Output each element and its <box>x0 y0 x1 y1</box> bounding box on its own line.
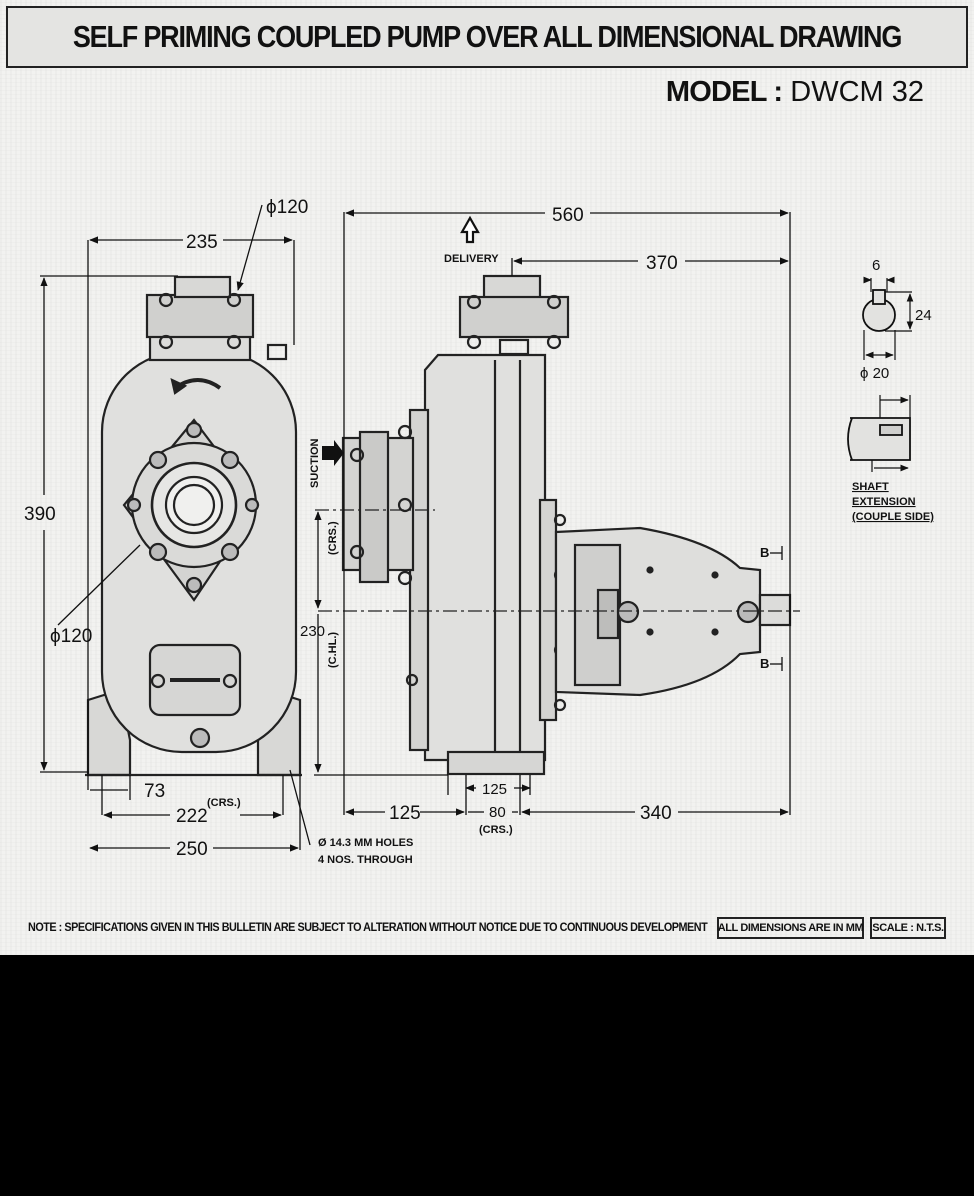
dim-crs-80-tag: (CRS.) <box>479 824 513 836</box>
dim-crs-80: 80 <box>489 804 506 821</box>
shaft-label-1: SHAFT <box>852 481 889 493</box>
shaft-height: 24 <box>915 307 932 324</box>
dim-height: 390 <box>24 504 56 525</box>
holes-note-line2: 4 NOS. THROUGH <box>318 854 413 866</box>
delivery-label: DELIVERY <box>444 253 499 265</box>
dim-flange-dia-side: ϕ120 <box>50 626 92 647</box>
title-bar: SELF PRIMING COUPLED PUMP OVER ALL DIMEN… <box>6 6 968 68</box>
suction-label: SUCTION <box>309 438 321 488</box>
dim-flange-dia-top: ϕ120 <box>266 197 308 218</box>
drawing-sheet: SELF PRIMING COUPLED PUMP OVER ALL DIMEN… <box>0 0 974 955</box>
dim-right-340: 340 <box>640 803 672 824</box>
dim-overall-length: 560 <box>552 205 584 226</box>
section-b-top: B <box>760 545 769 560</box>
section-b-bottom: B <box>760 656 769 671</box>
model-label: MODEL : <box>665 76 783 108</box>
side-view <box>315 274 800 776</box>
dim-delivery-offset: 370 <box>646 253 678 274</box>
holes-note-line1: Ø 14.3 MM HOLES <box>318 837 413 849</box>
dim-foot-offset: 73 <box>144 781 165 802</box>
footer-note: NOTE : SPECIFICATIONS GIVEN IN THIS BULL… <box>28 922 708 934</box>
dim-base-width: 250 <box>176 839 208 860</box>
dim-foot-crs-tag: (CRS.) <box>207 797 241 809</box>
shaft-dia: ϕ 20 <box>860 365 889 382</box>
model-line: MODEL : DWCM 32 <box>666 76 924 109</box>
shaft-label-3: (COUPLE SIDE) <box>852 511 934 523</box>
dim-width-top: 235 <box>186 232 218 253</box>
dim-foot-125: 125 <box>482 781 507 798</box>
drawing-title: SELF PRIMING COUPLED PUMP OVER ALL DIMEN… <box>72 19 902 54</box>
dim-foot-crs: 222 <box>176 806 208 827</box>
units-box: ALL DIMENSIONS ARE IN MM <box>717 917 864 939</box>
shaft-detail <box>847 276 914 472</box>
delivery-arrow-icon <box>460 215 480 244</box>
front-view-dimensions <box>40 204 311 852</box>
blank-area <box>0 955 974 1196</box>
dim-left-125: 125 <box>389 803 421 824</box>
shaft-label-2: EXTENSION <box>852 496 916 508</box>
crs-label: (CRS.) <box>327 521 339 555</box>
scale-box: SCALE : N.T.S. <box>870 917 946 939</box>
center-height-label: (C.HL.) <box>327 632 339 668</box>
shaft-key-width: 6 <box>872 257 880 274</box>
dim-center-height: 230 <box>300 623 325 640</box>
suction-arrow-icon <box>322 440 344 466</box>
side-view-dimensions <box>314 209 791 816</box>
model-value: DWCM 32 <box>790 76 924 108</box>
technical-drawing: 235 ϕ120 390 ϕ120 73 222 (CRS.) 250 Ø 14… <box>24 197 934 866</box>
front-view <box>85 275 302 777</box>
